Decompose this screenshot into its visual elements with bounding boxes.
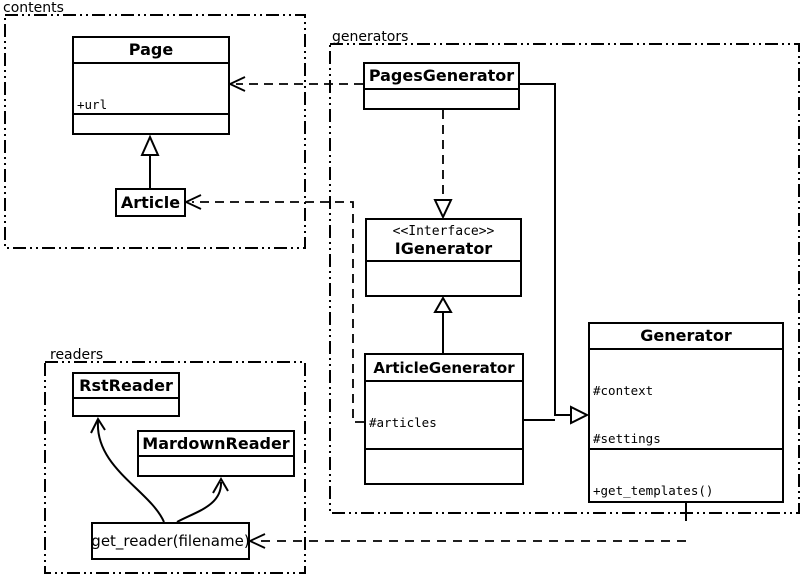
class-pagesgenerator: PagesGenerator #pages [363, 62, 520, 110]
stereotype-label: <<Interface>> [392, 223, 495, 239]
method: +get_templates() [593, 483, 714, 498]
package-label-generators: generators [332, 29, 409, 45]
attribute: #settings [593, 431, 661, 446]
class-igenerator-methods: +generate_context() +generate_output() [367, 262, 520, 295]
class-articlegenerator-title: ArticleGenerator [373, 358, 515, 377]
attribute: #context [593, 383, 654, 398]
edge-articlegenerator-to-article [183, 194, 364, 423]
edge-pagesgenerator-to-page [227, 76, 363, 92]
node-get-reader: get_reader(filename) [91, 522, 250, 560]
class-page-attributes: +url +slug +summary [74, 64, 228, 113]
package-label-readers: readers [50, 347, 104, 363]
class-rstreader: RstReader +read() [72, 372, 180, 417]
edge-getreader-to-rstreader [90, 416, 165, 523]
class-igenerator-title: IGenerator [394, 238, 493, 258]
compartment-separator [139, 455, 293, 457]
class-pagesgenerator-title: PagesGenerator [368, 66, 515, 85]
class-igenerator: <<Interface>> IGenerator +generate_conte… [365, 218, 522, 297]
node-get-reader-label: get_reader(filename) [93, 532, 248, 550]
class-mardownreader-title: MardownReader [142, 433, 290, 453]
class-mardownreader: MardownReader +read() [137, 430, 295, 477]
class-mardownreader-methods: +read() [139, 457, 293, 475]
package-label-contents: contents [3, 0, 64, 16]
compartment-separator [590, 448, 782, 450]
class-page: Page +url +slug +summary +check_properti… [72, 36, 230, 135]
package-border-contents [4, 14, 306, 249]
edge-articlegenerator-to-igenerator [433, 295, 453, 353]
class-rstreader-title: RstReader [79, 375, 173, 395]
edge-generator-to-getreader [247, 503, 687, 549]
compartment-separator [74, 62, 228, 64]
edge-generators-to-generator [520, 83, 590, 425]
edge-getreader-to-mardownreader [176, 477, 229, 523]
package-border-readers [44, 361, 306, 574]
class-articlegenerator-attributes: #articles #dates #tags #categories [366, 382, 522, 448]
compartment-separator [590, 348, 782, 350]
class-article: Article [115, 188, 186, 217]
attribute: #articles [369, 415, 437, 430]
compartment-separator [366, 448, 522, 450]
class-pagesgenerator-attributes: #pages [365, 90, 518, 108]
class-generator-attributes: #context #settings #path #theme #output_… [590, 350, 782, 448]
class-rstreader-methods: +read() [74, 399, 178, 415]
edge-article-to-page [140, 134, 160, 188]
class-generator: Generator #context #settings #path #them… [588, 322, 784, 503]
compartment-separator [367, 260, 520, 262]
class-generator-methods: +get_templates() +get_files(path,exclude… [590, 450, 782, 501]
compartment-separator [366, 380, 522, 382]
class-igenerator-header: <<Interface>> IGenerator [367, 220, 520, 260]
class-article-title: Article [120, 192, 181, 212]
class-generator-title: Generator [640, 326, 732, 345]
compartment-separator [74, 113, 228, 115]
class-page-title: Page [128, 40, 174, 59]
attribute: +url [77, 97, 108, 112]
edge-pagesgenerator-to-igenerator [433, 110, 453, 220]
package-border-generators [329, 43, 800, 514]
class-articlegenerator-methods: +generate_feeds() +generate_pages() [366, 450, 522, 483]
compartment-separator [74, 397, 178, 399]
class-page-methods: +check_properties() [74, 115, 228, 133]
class-articlegenerator: ArticleGenerator #articles #dates #tags … [364, 353, 524, 485]
compartment-separator [365, 88, 518, 90]
